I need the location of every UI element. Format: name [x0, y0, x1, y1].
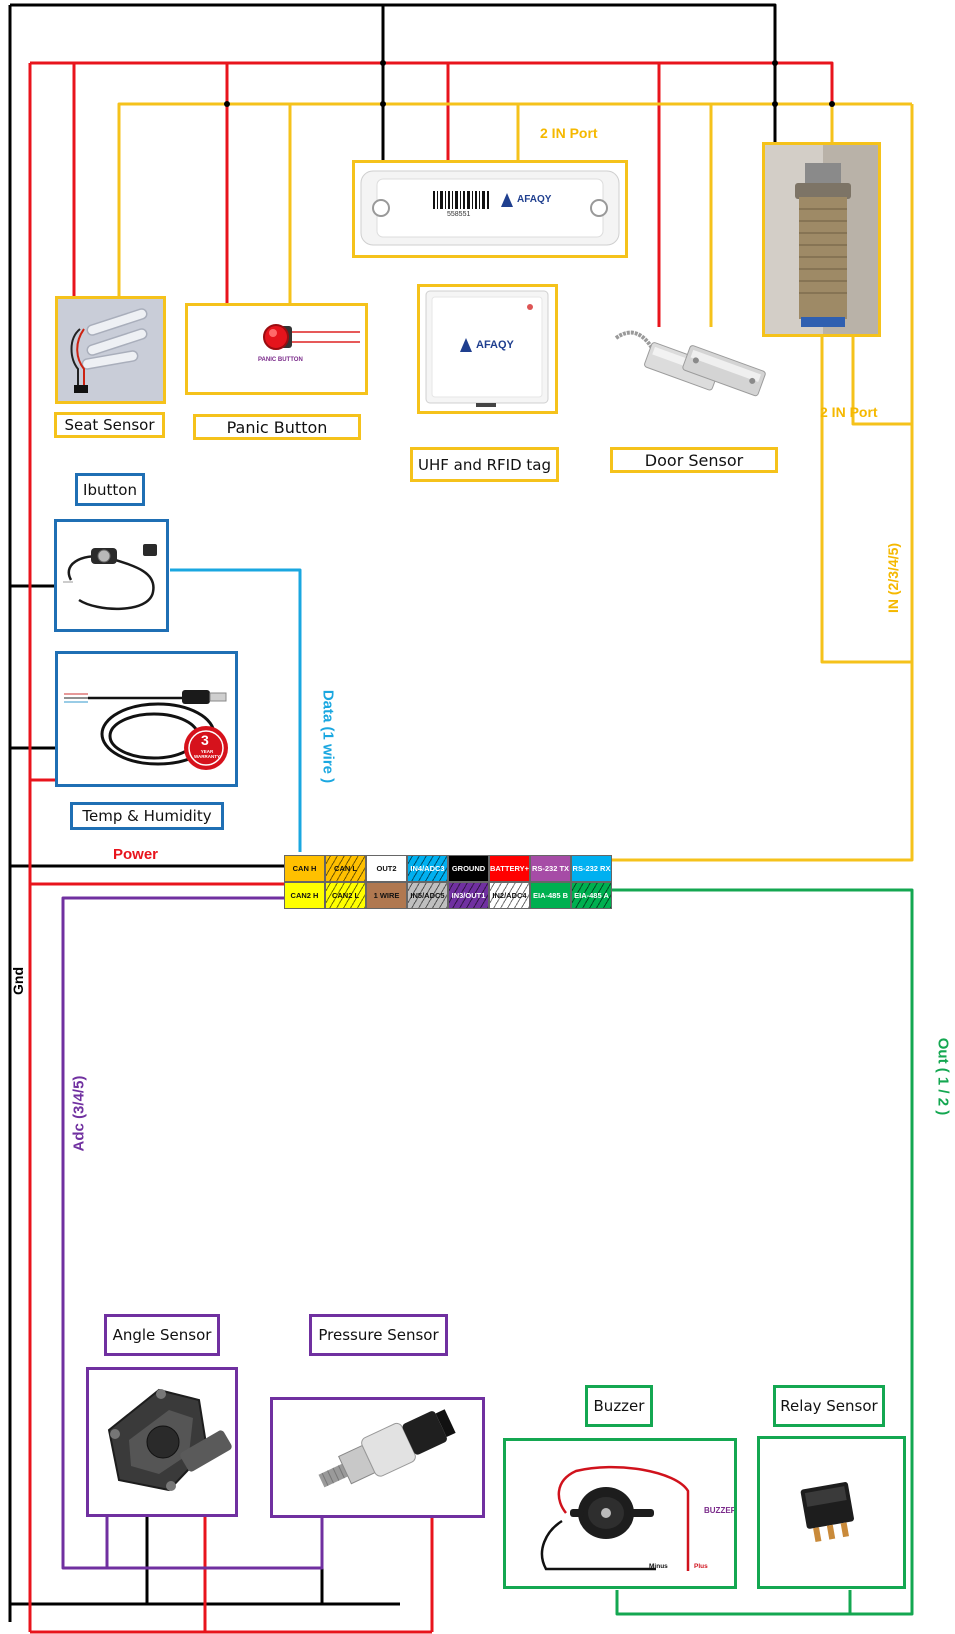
ibutton-image — [54, 519, 169, 632]
minus-caption: Minus — [649, 1563, 668, 1570]
panic-button-image: PANIC BUTTON — [185, 303, 368, 395]
proximity-sensor-image — [762, 142, 881, 337]
pressure-sensor-label: Pressure Sensor — [309, 1314, 448, 1356]
terminal-can2-l: CAN2 L — [325, 882, 366, 909]
terminal-can-l: CAN L — [325, 855, 366, 882]
terminal-out2: OUT2 — [366, 855, 407, 882]
gnd-label: Gnd — [10, 967, 26, 995]
door-sensor-image — [612, 318, 772, 436]
panic-button-caption: PANIC BUTTON — [258, 357, 303, 363]
buzzer-image: BUZZER Minus Plus — [503, 1438, 737, 1589]
in-port-right-label: 2 IN Port — [820, 404, 878, 420]
in-port-top-label: 2 IN Port — [540, 125, 598, 141]
angle-sensor-label: Angle Sensor — [104, 1314, 220, 1356]
panic-button-label: Panic Button — [193, 414, 361, 440]
terminal-can2-h: CAN2 H — [284, 882, 325, 909]
adc-wires — [61, 896, 324, 1570]
adc-label: Adc (3/4/5) — [70, 1075, 88, 1152]
warranty-text: YEAR WARRANTY — [194, 749, 220, 759]
terminal-eia-485-a: EIA-485 A — [571, 882, 612, 909]
relay-sensor-label: Relay Sensor — [773, 1385, 885, 1427]
data-1wire-label: Data (1 wire ) — [319, 689, 337, 784]
terminal-1-wire: 1 WIRE — [366, 882, 407, 909]
buzzer-label: Buzzer — [585, 1385, 653, 1427]
out-label: Out ( 1 / 2 ) — [934, 1037, 952, 1116]
terminal-rs-232-tx: RS-232 TX — [530, 855, 571, 882]
power-label: Power — [113, 846, 159, 863]
data-wire — [170, 568, 302, 852]
temp-humidity-image: 3 YEAR WARRANTY — [55, 651, 238, 787]
angle-sensor-image — [86, 1367, 238, 1517]
seat-sensor-label: Seat Sensor — [54, 412, 165, 438]
terminal-battery-: BATTERY+ — [489, 855, 530, 882]
ibutton-label: Ibutton — [75, 473, 145, 506]
output-wires — [612, 888, 914, 1616]
uhf-reader-image: AFAQY — [417, 284, 558, 414]
plus-caption: Plus — [694, 1563, 708, 1570]
relay-sensor-image — [757, 1436, 906, 1589]
terminal-in5-adc5: IN5/ADC5 — [407, 882, 448, 909]
uhf-rfid-label: UHF and RFID tag — [410, 447, 559, 482]
in-range-label: IN (2/3/4/5) — [885, 542, 901, 614]
buzzer-caption: BUZZER — [704, 1506, 737, 1515]
input-wires — [117, 102, 914, 862]
uhf-brand: AFAQY — [476, 339, 514, 351]
terminal-eia-485-b: EIA-485 B — [530, 882, 571, 909]
door-sensor-label: Door Sensor — [610, 447, 778, 473]
tracker-brand: AFAQY — [517, 194, 552, 205]
temp-humidity-label: Temp & Humidity — [70, 802, 224, 830]
warranty-number: 3 — [201, 732, 209, 748]
terminal-in2-adc4: IN2/ADC4 — [489, 882, 530, 909]
terminal-ground: GROUND — [448, 855, 489, 882]
afaqy-tracker-image: 558551 AFAQY — [352, 160, 628, 258]
terminal-in4-adc3: IN4/ADC3 — [407, 855, 448, 882]
terminal-can-h: CAN H — [284, 855, 325, 882]
terminal-in3-out1: IN3/OUT1 — [448, 882, 489, 909]
pressure-sensor-image — [270, 1397, 485, 1518]
barcode-number: 558551 — [447, 211, 471, 218]
terminal-rs-232-rx: RS-232 RX — [571, 855, 612, 882]
seat-sensor-image — [55, 296, 166, 404]
